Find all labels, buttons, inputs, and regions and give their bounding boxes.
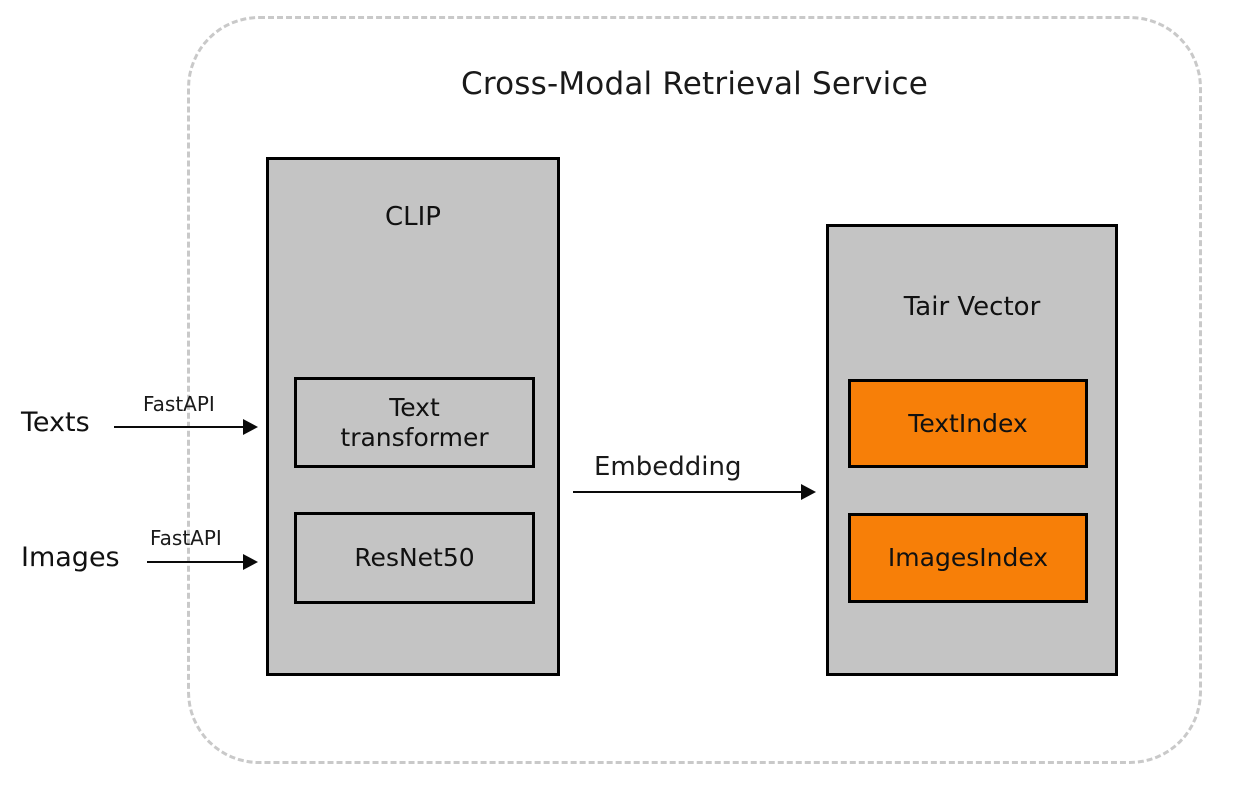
images-index-component[interactable]: ImagesIndex bbox=[848, 513, 1088, 603]
arrow-label-embedding: Embedding bbox=[594, 452, 742, 482]
text-transformer-label: Text transformer bbox=[340, 393, 489, 452]
clip-module-title: CLIP bbox=[385, 202, 441, 232]
arrow-images-to-clip-line bbox=[147, 561, 246, 563]
arrow-texts-to-clip-head-icon bbox=[243, 419, 258, 435]
source-label-images: Images bbox=[21, 542, 120, 573]
page-title: Cross-Modal Retrieval Service bbox=[460, 66, 928, 102]
resnet50-label: ResNet50 bbox=[354, 543, 475, 573]
text-transformer-component[interactable]: Text transformer bbox=[294, 377, 535, 468]
tair-vector-module-title: Tair Vector bbox=[903, 292, 1041, 322]
arrow-images-to-clip-head-icon bbox=[243, 554, 258, 570]
source-label-texts: Texts bbox=[21, 407, 90, 438]
service-boundary bbox=[187, 16, 1202, 764]
arrow-label-fastapi-texts: FastAPI bbox=[143, 392, 215, 416]
images-index-label: ImagesIndex bbox=[887, 543, 1049, 573]
text-index-label: TextIndex bbox=[908, 408, 1028, 438]
text-index-component[interactable]: TextIndex bbox=[848, 379, 1088, 468]
arrow-clip-to-tair-head-icon bbox=[801, 484, 816, 500]
resnet50-component[interactable]: ResNet50 bbox=[294, 512, 535, 604]
arrow-texts-to-clip-line bbox=[114, 426, 246, 428]
arrow-label-fastapi-images: FastAPI bbox=[150, 526, 222, 550]
arrow-clip-to-tair-line bbox=[573, 491, 805, 493]
